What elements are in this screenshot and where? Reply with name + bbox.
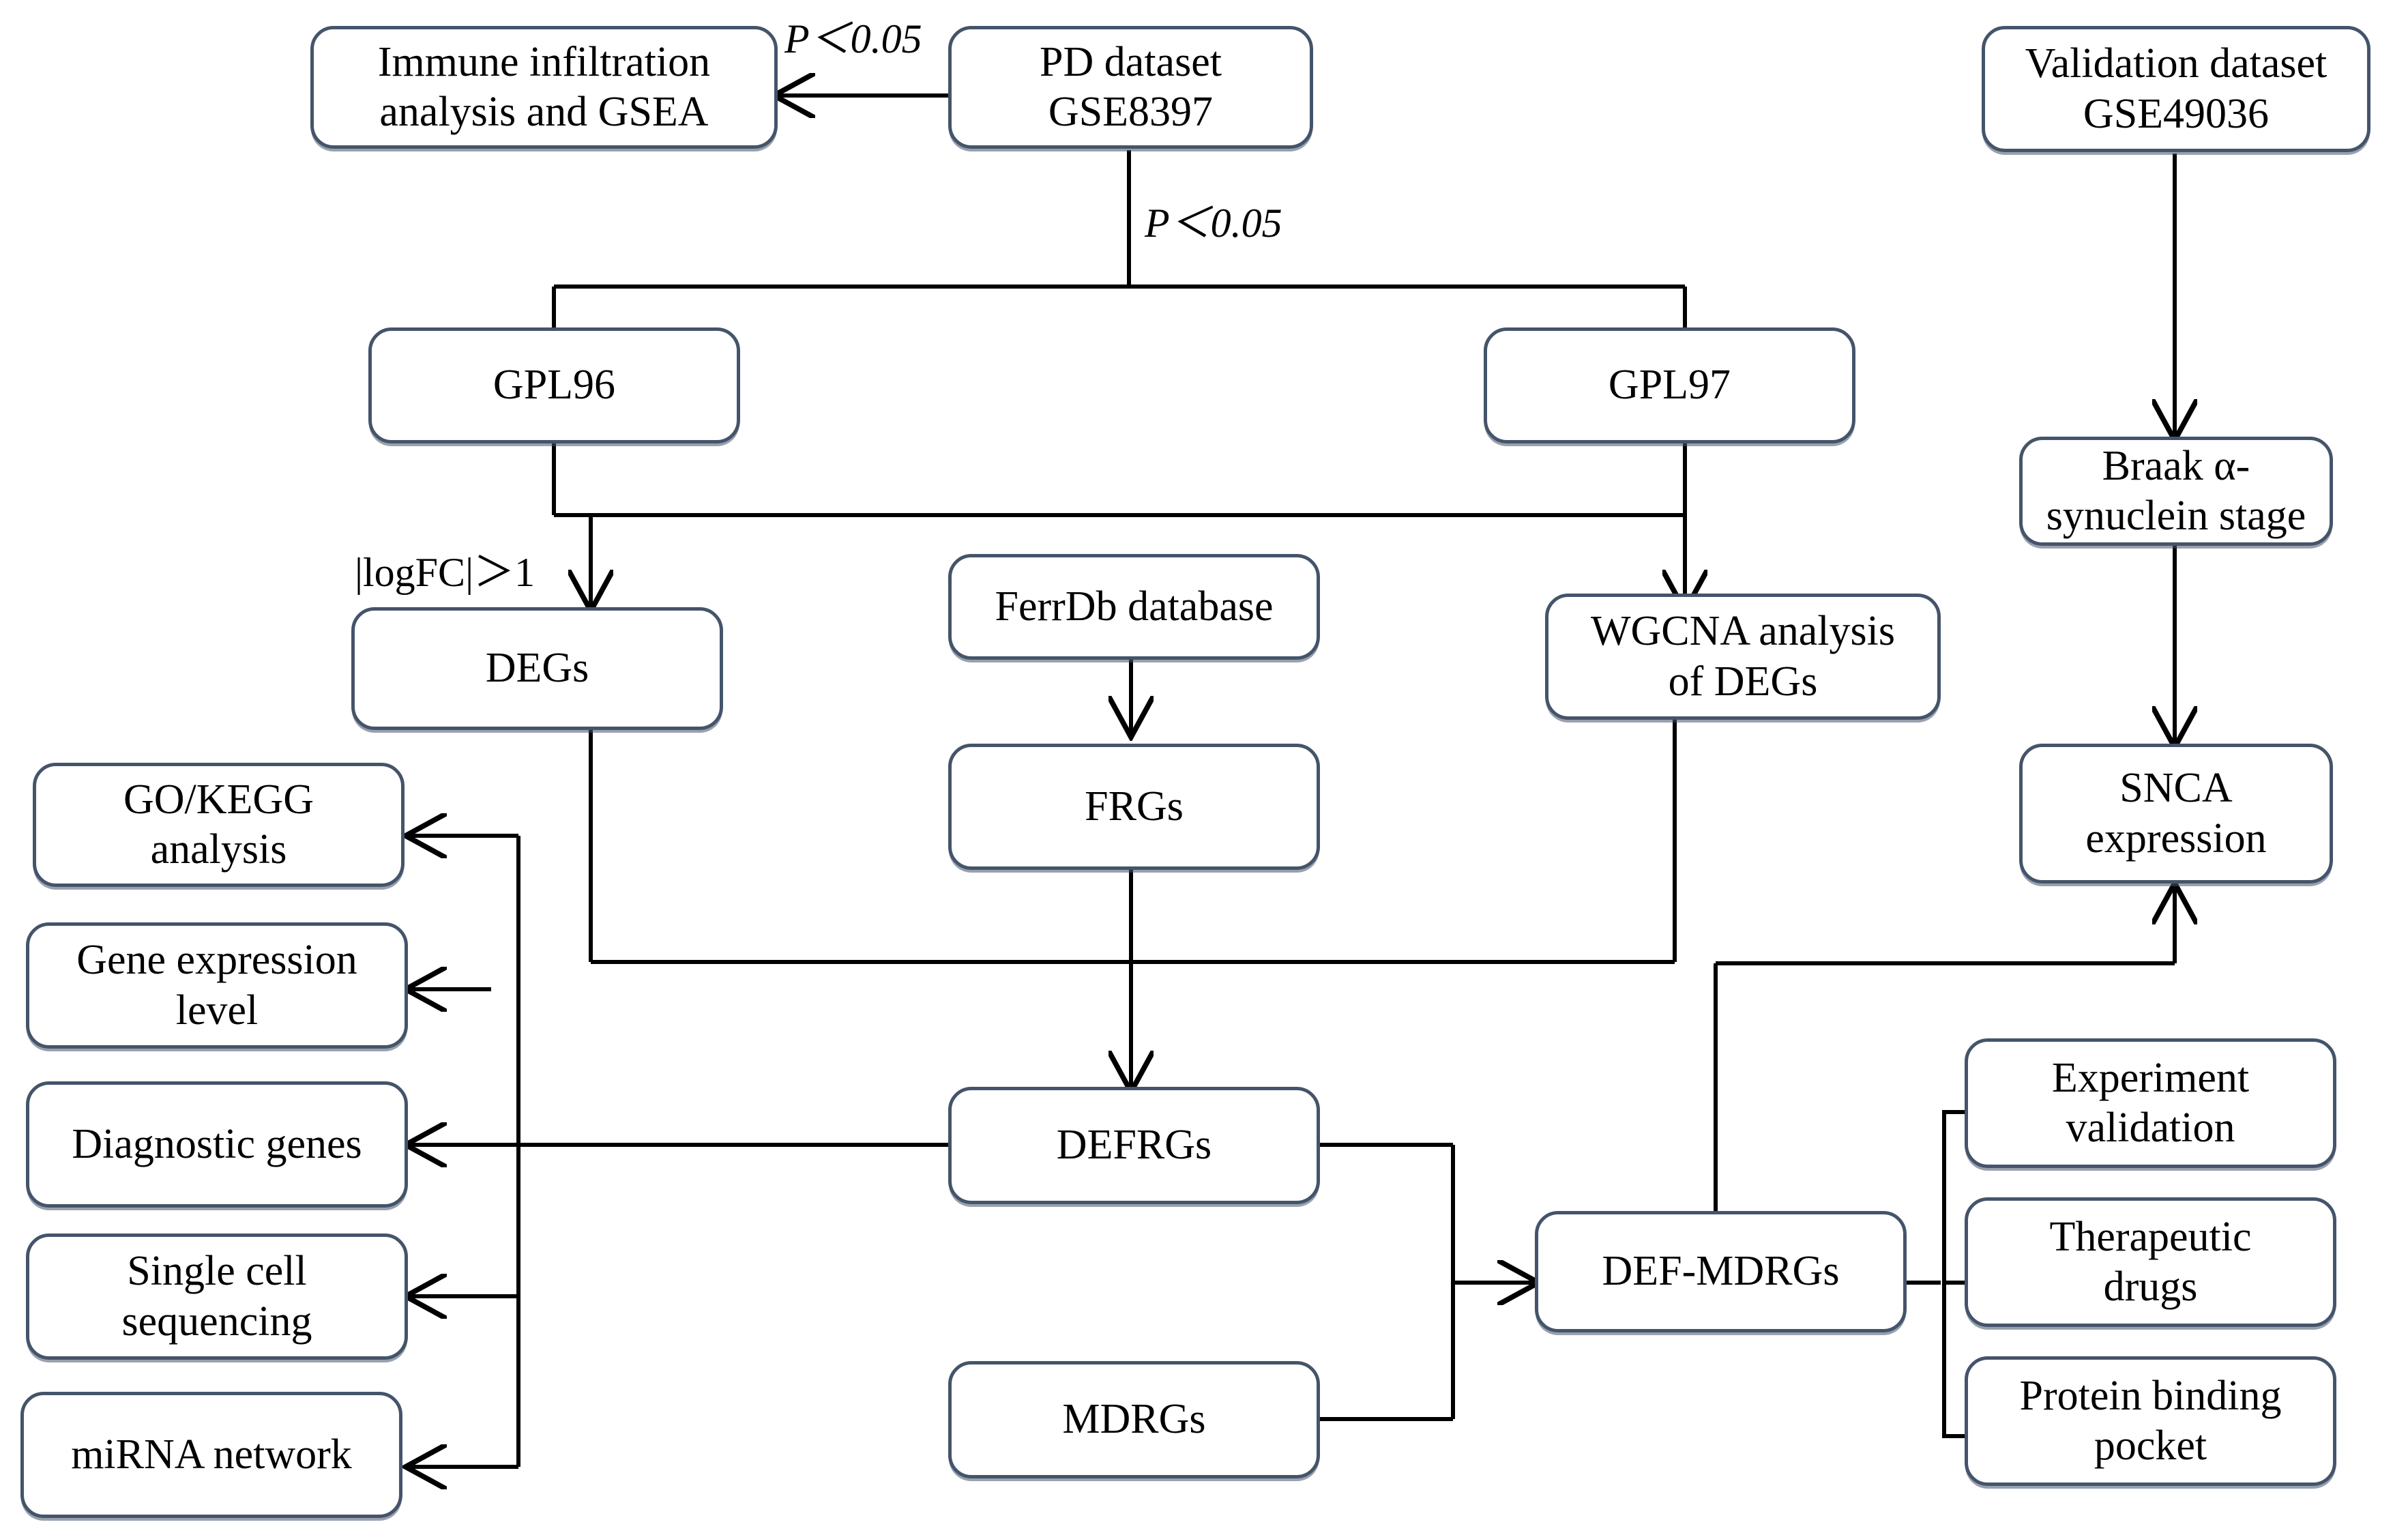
snca-line2: expression [2085,815,2267,862]
node-snca-expression[interactable]: SNCA expression [2019,744,2333,884]
therapeutic-line2: drugs [2103,1264,2198,1310]
single-cell-line2: sequencing [121,1298,312,1345]
node-single-cell-sequencing[interactable]: Single cell sequencing [26,1233,408,1360]
node-go-kegg-analysis[interactable]: GO/KEGG analysis [33,763,405,887]
braak-line1: Braak α- [2102,442,2250,489]
pd-dataset-line1: PD dataset [1040,38,1222,85]
node-wgcna-analysis[interactable]: WGCNA analysis of DEGs [1545,594,1941,720]
wgcna-line2: of DEGs [1668,658,1818,705]
node-ferrdb-database[interactable]: FerrDb database [948,554,1320,660]
node-gpl96[interactable]: GPL96 [368,327,740,443]
protein-pocket-line2: pocket [2094,1422,2207,1469]
edge-right-bracket [1942,1110,1965,1438]
edge-label-p-split: P＜0.05 [1145,201,1282,246]
go-kegg-line1: GO/KEGG [123,776,314,823]
node-gene-expression-level[interactable]: Gene expression level [26,922,408,1049]
frgs-label: FRGs [1085,783,1184,830]
pd-dataset-line2: GSE8397 [1048,89,1214,135]
node-degs[interactable]: DEGs [351,607,723,730]
degs-label: DEGs [485,645,589,692]
braak-line2: synuclein stage [2046,493,2306,539]
immune-infiltration-line1: Immune infiltration [377,38,711,85]
gpl96-label: GPL96 [493,362,616,409]
edge-label-logfc: |logFC|＞1 [355,550,535,595]
node-mirna-network[interactable]: miRNA network [20,1392,402,1518]
node-mdrgs[interactable]: MDRGs [948,1361,1320,1478]
ferrdb-label: FerrDb database [995,583,1274,630]
def-mdrgs-label: DEF-MDRGs [1602,1248,1840,1295]
validation-dataset-line1: Validation dataset [2025,40,2328,87]
edge-label-p-immune: P＜0.05 [784,16,922,61]
node-therapeutic-drugs[interactable]: Therapeutic drugs [1965,1197,2336,1327]
node-pd-dataset[interactable]: PD dataset GSE8397 [948,26,1313,149]
experiment-line2: validation [2066,1105,2235,1151]
protein-pocket-line1: Protein binding [2019,1372,2282,1419]
gene-expression-line1: Gene expression [76,937,357,984]
defrgs-label: DEFRGs [1056,1122,1212,1169]
node-defrgs[interactable]: DEFRGs [948,1087,1320,1204]
go-kegg-line2: analysis [150,826,287,873]
therapeutic-line1: Therapeutic [2049,1213,2252,1260]
node-immune-infiltration[interactable]: Immune infiltration analysis and GSEA [310,26,778,149]
node-protein-binding-pocket[interactable]: Protein binding pocket [1965,1356,2336,1486]
validation-dataset-line2: GSE49036 [2083,90,2270,137]
immune-infiltration-line2: analysis and GSEA [379,89,709,135]
node-validation-dataset[interactable]: Validation dataset GSE49036 [1982,26,2370,152]
gpl97-label: GPL97 [1608,362,1731,409]
node-def-mdrgs[interactable]: DEF-MDRGs [1535,1211,1907,1332]
node-frgs[interactable]: FRGs [948,744,1320,870]
snca-line1: SNCA [2119,765,2233,812]
gene-expression-line2: level [175,987,259,1034]
mdrgs-label: MDRGs [1062,1396,1206,1443]
node-diagnostic-genes[interactable]: Diagnostic genes [26,1081,408,1208]
experiment-line1: Experiment [2051,1054,2250,1101]
diagnostic-genes-label: Diagnostic genes [72,1120,362,1167]
node-experiment-validation[interactable]: Experiment validation [1965,1038,2336,1168]
single-cell-line1: Single cell [127,1248,307,1295]
node-braak-stage[interactable]: Braak α- synuclein stage [2019,437,2333,546]
mirna-network-label: miRNA network [71,1431,352,1478]
node-gpl97[interactable]: GPL97 [1484,327,1855,443]
wgcna-line1: WGCNA analysis [1590,608,1896,655]
